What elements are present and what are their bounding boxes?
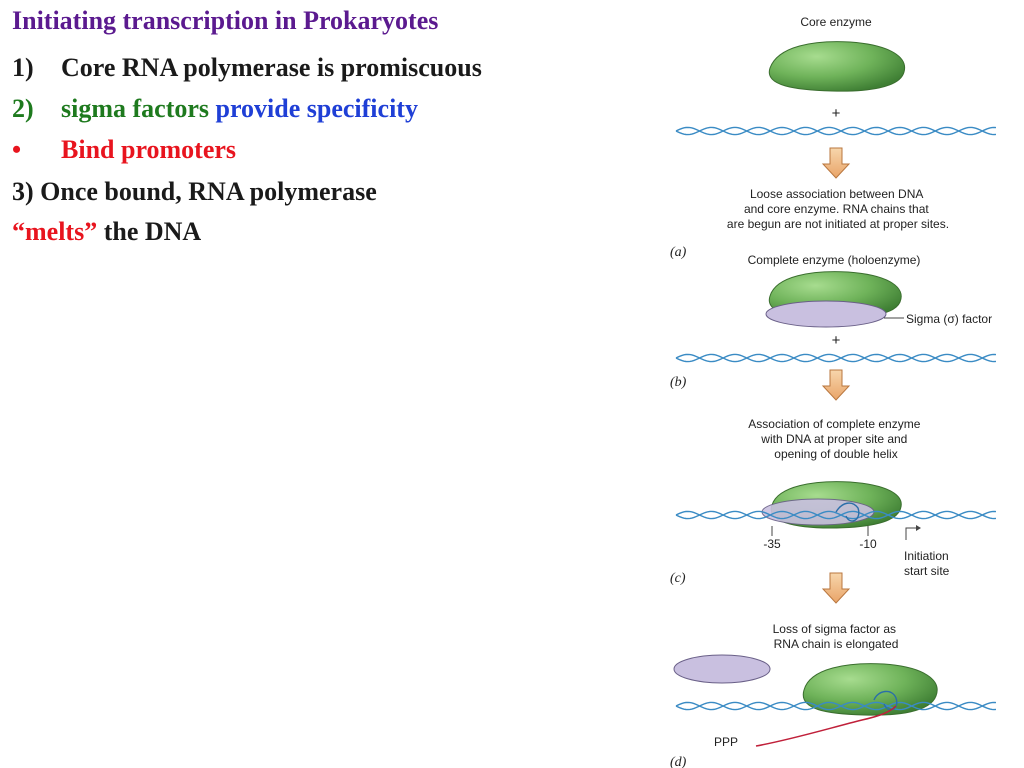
caption-a-line-3: are begun are not initiated at proper si… <box>727 217 949 231</box>
caption-d-line-1: Loss of sigma factor as <box>773 622 896 636</box>
melts-text: melts <box>25 217 85 246</box>
close-quote: ” <box>84 217 98 246</box>
panel-label-b: (b) <box>670 375 687 390</box>
dna-helix-d <box>675 701 997 711</box>
caption-d: Loss of sigma factor as RNA chain is elo… <box>773 622 900 651</box>
caption-a-line-1: Loose association between DNA <box>750 187 923 201</box>
plus-sign-a: + <box>832 105 841 122</box>
open-quote: “ <box>12 217 25 246</box>
slide-title: Initiating transcription in Prokaryotes <box>12 6 439 35</box>
plus-sign-b: + <box>832 332 841 349</box>
point-3-line-2: “melts” the DNA <box>12 217 201 247</box>
sigma-factor-label: Sigma (σ) factor <box>906 312 992 326</box>
initiation-label: Initiation start site <box>904 549 952 578</box>
caption-a-line-2: and core enzyme. RNA chains that <box>744 202 929 216</box>
rna-chain <box>755 705 897 747</box>
down-arrow-1 <box>821 147 851 179</box>
down-arrow-2 <box>821 369 851 401</box>
caption-c: Association of complete enzyme with DNA … <box>748 417 923 461</box>
minus-10-label: -10 <box>859 537 877 551</box>
core-enzyme-shape <box>768 41 906 92</box>
core-enzyme-label: Core enzyme <box>800 15 872 29</box>
caption-d-line-2: RNA chain is elongated <box>774 637 899 651</box>
point-2-marker: 2) <box>12 94 34 123</box>
dna-helix-b <box>675 353 997 363</box>
provide-specificity-text: provide specificity <box>215 94 418 123</box>
point-2-text: sigma factors provide specificity <box>61 94 418 124</box>
minus-35-label: -35 <box>763 537 781 551</box>
panel-label-d: (d) <box>670 755 687 768</box>
ppp-label: PPP <box>714 735 738 749</box>
transcription-figure: Core enzyme + Loose association between … <box>670 15 997 768</box>
open-bubble <box>835 502 860 522</box>
dna-helix-a <box>675 126 997 136</box>
point-3-line-1: 3) Once bound, RNA polymerase <box>12 177 377 206</box>
elongating-enzyme-shape <box>802 663 938 716</box>
released-sigma-shape <box>673 654 771 684</box>
sigma-factor-shape <box>765 300 887 328</box>
the-dna-text: the DNA <box>97 217 202 246</box>
initiation-line-1: Initiation <box>904 549 949 563</box>
panel-label-a: (a) <box>670 245 687 260</box>
panel-label-c: (c) <box>670 571 686 586</box>
caption-c-line-3: opening of double helix <box>774 447 897 461</box>
point-1-marker: 1) <box>12 53 34 82</box>
holoenzyme-label: Complete enzyme (holoenzyme) <box>748 253 921 267</box>
caption-a: Loose association between DNA and core e… <box>727 187 949 231</box>
dna-helix-c <box>675 510 997 520</box>
bullet-marker: • <box>12 135 22 164</box>
sigma-factors-text: sigma factors <box>61 94 210 123</box>
start-site-arrowhead <box>916 525 921 531</box>
down-arrow-3 <box>821 572 851 604</box>
bullet-text: Bind promoters <box>61 135 237 164</box>
start-site-arrow <box>905 527 916 540</box>
point-1-text: Core RNA polymerase is promiscuous <box>61 53 482 82</box>
caption-c-line-2: with DNA at proper site and <box>760 432 907 446</box>
initiation-line-2: start site <box>904 564 950 578</box>
transcription-bubble <box>873 690 898 711</box>
caption-c-line-1: Association of complete enzyme <box>748 417 920 431</box>
